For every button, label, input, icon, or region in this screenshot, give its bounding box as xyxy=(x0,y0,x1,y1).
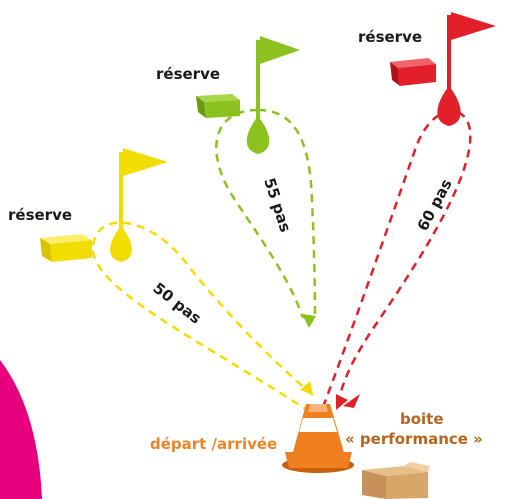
distance-label: 50 pas xyxy=(150,279,205,328)
cardboard-box-icon xyxy=(362,462,430,499)
red-course-path xyxy=(316,110,472,421)
green-course-path xyxy=(215,108,317,321)
reserve-label: réserve xyxy=(8,206,72,224)
flag-icon xyxy=(260,36,300,64)
performance-box-label-line1: boite xyxy=(400,410,444,428)
yellow-course-path xyxy=(91,221,314,414)
green-course: réserve 55 pas xyxy=(156,36,317,328)
flag-icon xyxy=(451,12,496,40)
arrowhead-icon xyxy=(300,381,313,395)
reserve-label: réserve xyxy=(156,65,220,83)
reserve-box-icon xyxy=(40,234,92,262)
start-finish-label: départ /arrivée xyxy=(150,435,277,453)
flag-icon xyxy=(123,148,168,176)
traffic-cone-icon xyxy=(282,404,354,473)
arrowhead-icon xyxy=(302,314,316,328)
teardrop-marker-icon xyxy=(246,116,270,154)
arrowhead-icon xyxy=(336,394,348,410)
performance-box-label-line2: « performance » xyxy=(345,430,483,448)
red-course: réserve 60 pas xyxy=(316,12,496,421)
distance-label: 55 pas xyxy=(260,176,294,235)
magenta-edge-decoration xyxy=(0,360,42,499)
reserve-box-icon xyxy=(390,58,436,86)
reserve-label: réserve xyxy=(358,28,422,46)
teardrop-marker-icon xyxy=(437,86,461,126)
teardrop-marker-icon xyxy=(110,226,132,262)
reserve-box-icon xyxy=(196,94,240,118)
arrowhead-icon xyxy=(343,394,360,408)
